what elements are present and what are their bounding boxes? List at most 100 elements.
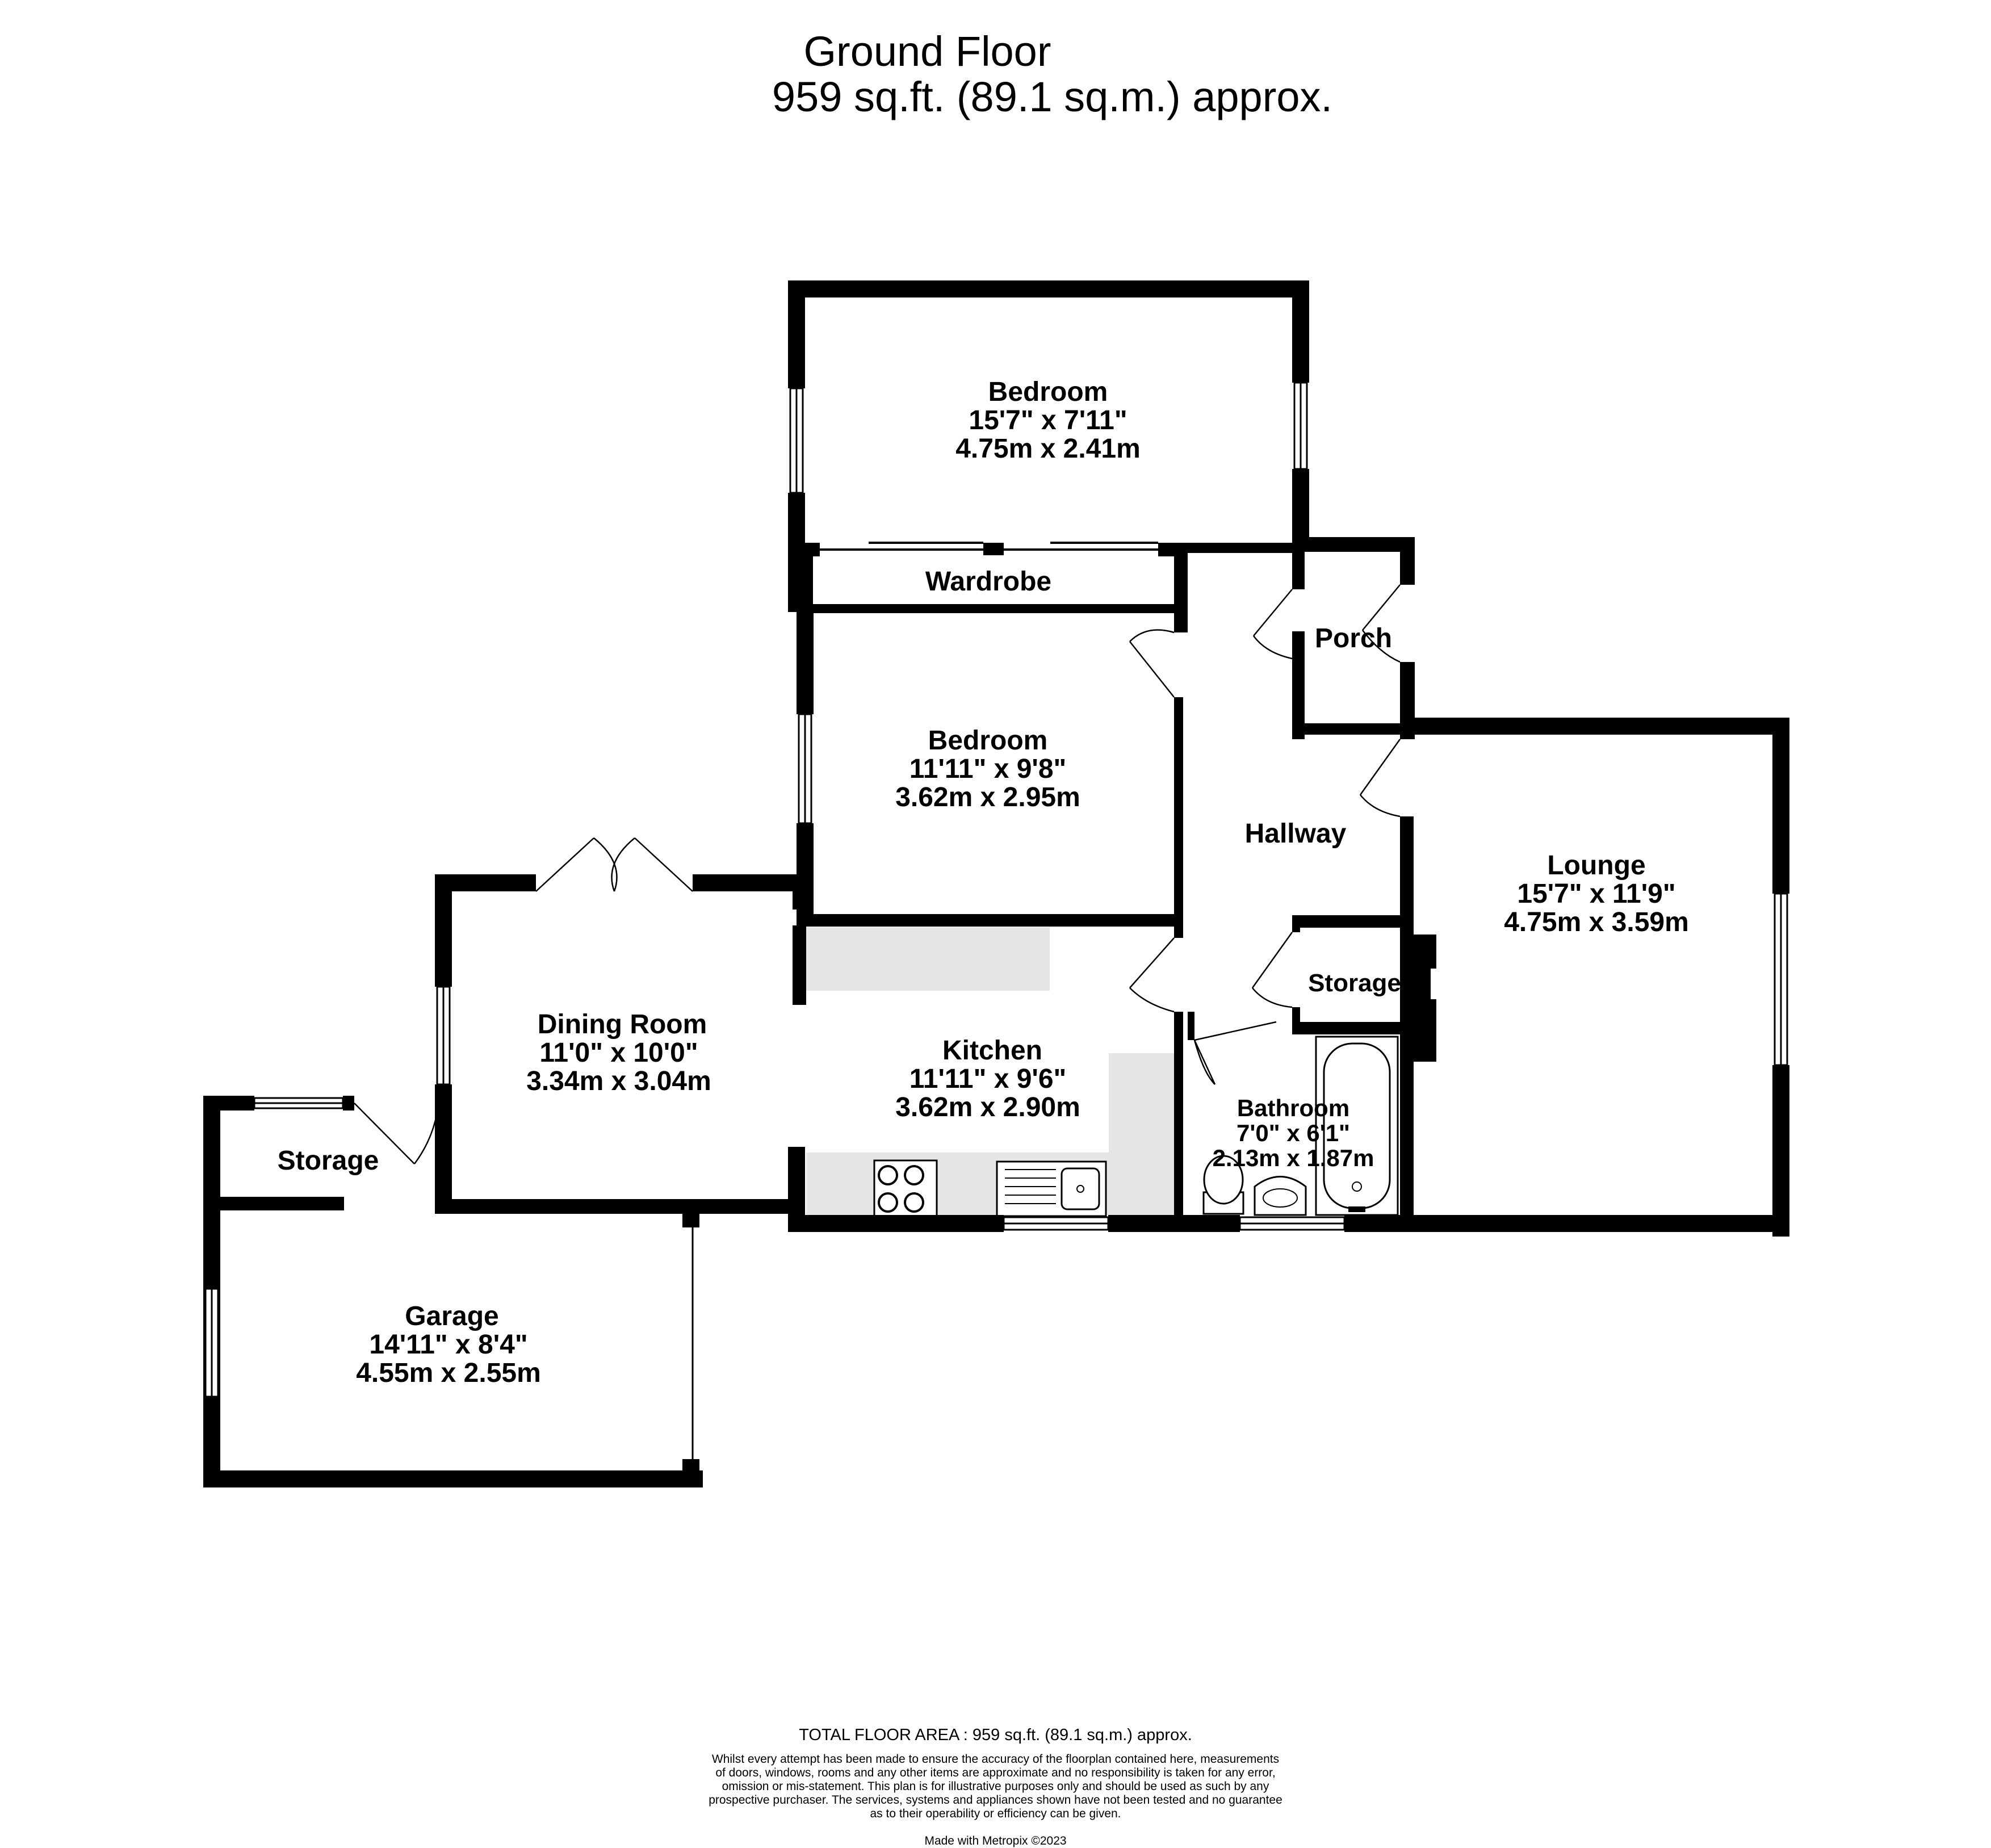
room-dimensions-imperial: 7'0" x 6'1" [1236, 1120, 1350, 1146]
room-name: Kitchen [942, 1036, 1042, 1066]
room-dimensions-metric: 4.75m x 2.41m [955, 434, 1141, 464]
disclaimer-line: omission or mis-statement. This plan is … [722, 1780, 1269, 1793]
disclaimer: Whilst every attempt has been made to en… [0, 1753, 1991, 1821]
room-dimensions-metric: 3.62m x 2.90m [895, 1092, 1080, 1122]
wall [1292, 915, 1300, 932]
room-name: Bathroom [1237, 1095, 1349, 1121]
wall [682, 1199, 699, 1227]
wall [203, 1096, 254, 1111]
wall [1292, 469, 1309, 550]
room-name: Dining Room [538, 1009, 707, 1040]
disclaimer-line: prospective purchaser. The services, sys… [709, 1793, 1282, 1807]
room-dimensions-metric: 4.55m x 2.55m [356, 1358, 541, 1388]
wardrobe-doors [820, 542, 1158, 551]
room-label-kitchen: Kitchen 11'11" x 9'6" 3.62m x 2.90m [895, 1036, 1080, 1122]
wall [793, 874, 806, 910]
wall [1174, 1012, 1183, 1225]
wall [1174, 613, 1188, 632]
wall [682, 1459, 699, 1487]
room-label-garage-storage: Storage [278, 1146, 379, 1176]
chimney-breast [1408, 935, 1436, 969]
room-label-porch: Porch [1315, 623, 1392, 653]
room-name: Garage [405, 1301, 498, 1331]
disclaimer-line: as to their operability or efficiency ca… [870, 1807, 1121, 1820]
wall [203, 1470, 703, 1487]
room-label-hallway: Hallway [1245, 819, 1347, 849]
room-label-bedroom-1: Bedroom 15'7" x 7'11" 4.75m x 2.41m [955, 377, 1141, 464]
walls [203, 280, 1789, 1487]
wall [435, 874, 452, 987]
wall [813, 604, 1182, 613]
windows [204, 382, 1788, 1398]
wall [693, 874, 806, 891]
wall [983, 543, 1004, 555]
room-name: Bedroom [928, 726, 1048, 756]
room-name: Storage [278, 1146, 379, 1176]
room-name: Storage [1308, 969, 1401, 997]
disclaimer-line: Whilst every attempt has been made to en… [711, 1753, 1280, 1766]
wall [1772, 1065, 1789, 1237]
hob-icon [873, 1159, 938, 1220]
toilet-icon [1202, 1155, 1244, 1215]
wall [1188, 1012, 1194, 1040]
room-label-bathroom: Bathroom 7'0" x 6'1" 2.13m x 1.87m [1213, 1095, 1374, 1171]
room-name: Hallway [1245, 819, 1347, 849]
wall [1174, 543, 1300, 553]
basin-icon [1254, 1176, 1307, 1216]
room-label-hall-storage: Storage [1308, 969, 1401, 997]
total-floor-area: TOTAL FLOOR AREA : 959 sq.ft. (89.1 sq.m… [799, 1726, 1192, 1744]
wall [220, 1197, 344, 1210]
room-dimensions-imperial: 15'7" x 11'9" [1517, 879, 1675, 909]
room-name: Porch [1315, 623, 1392, 653]
room-dimensions-imperial: 14'11" x 8'4" [369, 1330, 527, 1360]
wall [435, 1084, 452, 1214]
made-with-credit: Made with Metropix ©2023 [924, 1834, 1067, 1847]
room-dimensions-metric: 3.62m x 2.95m [895, 782, 1080, 812]
room-label-garage: Garage 14'11" x 8'4" 4.55m x 2.55m [356, 1301, 541, 1388]
room-label-dining-room: Dining Room 11'0" x 10'0" 3.34m x 3.04m [526, 1009, 711, 1096]
wall [805, 914, 1183, 927]
room-dimensions-metric: 2.13m x 1.87m [1213, 1145, 1374, 1171]
room-name: Bedroom [988, 377, 1108, 407]
floor-title: Ground Floor [803, 28, 1051, 75]
wall [1174, 697, 1183, 925]
wall [1292, 1022, 1406, 1034]
wall [1292, 915, 1406, 928]
wall [793, 925, 806, 1005]
wall [435, 1199, 793, 1214]
room-dimensions-metric: 4.75m x 3.59m [1504, 907, 1689, 937]
wall [1292, 631, 1305, 739]
room-dimensions-imperial: 11'0" x 10'0" [539, 1038, 698, 1068]
room-dimensions-imperial: 15'7" x 7'11" [969, 405, 1127, 435]
chimney-breast [1408, 999, 1436, 1062]
sink-icon [996, 1160, 1107, 1217]
room-dimensions-imperial: 11'11" x 9'8" [909, 754, 1067, 784]
disclaimer-line: of doors, windows, rooms and any other i… [715, 1766, 1276, 1779]
chimney-breast [1414, 965, 1431, 1003]
wall [797, 612, 814, 714]
wall [1400, 718, 1789, 735]
room-name: Lounge [1547, 850, 1645, 881]
wall [1292, 723, 1400, 735]
wall [1772, 718, 1789, 894]
fixtures [802, 927, 1399, 1220]
floor-area: 959 sq.ft. (89.1 sq.m.) approx. [772, 73, 1333, 120]
wall [1292, 537, 1415, 552]
wall [788, 1215, 1004, 1232]
kitchen-worktop-bottom [806, 1153, 1175, 1215]
room-label-wardrobe: Wardrobe [925, 567, 1051, 597]
room-name: Wardrobe [925, 567, 1051, 597]
room-label-bedroom-2: Bedroom 11'11" x 9'8" 3.62m x 2.95m [895, 726, 1080, 812]
wall [788, 1147, 805, 1232]
door-swings [354, 584, 1401, 1164]
wall [788, 280, 805, 388]
wall [1400, 537, 1415, 585]
wall [788, 493, 805, 612]
wall [343, 1096, 354, 1111]
wall [1344, 1215, 1789, 1232]
wall [1108, 1215, 1240, 1232]
wall [1292, 545, 1305, 589]
wall [1174, 927, 1183, 938]
kitchen-worktop-top [802, 927, 1050, 991]
